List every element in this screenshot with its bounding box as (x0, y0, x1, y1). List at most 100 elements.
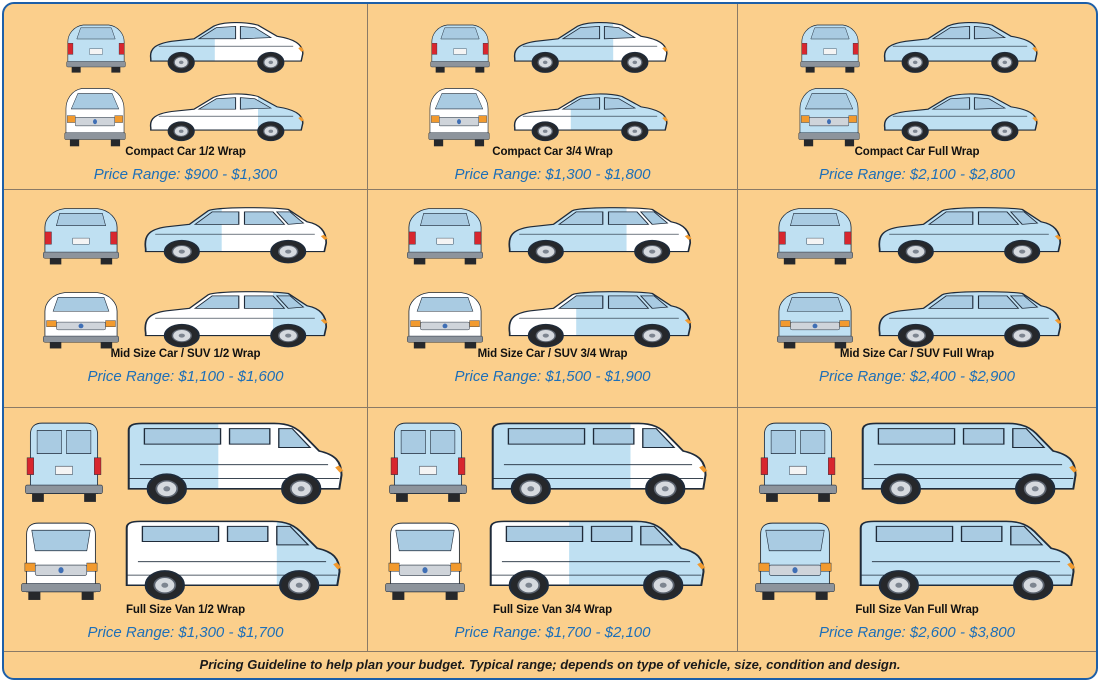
van-three-quarter-wrap-illustration (385, 422, 708, 601)
suv-rear-view (43, 208, 119, 265)
cell-label: Mid Size Car / SUV 3/4 Wrap (477, 348, 628, 360)
wheel (531, 121, 559, 142)
cell-suv-full: Mid Size Car / SUV Full Wrap Price Range… (738, 190, 1096, 408)
car-side-view (149, 93, 305, 142)
wheel (270, 239, 307, 264)
van-half-wrap-illustration (21, 422, 344, 601)
van-front-view (21, 522, 101, 600)
wheel (880, 473, 921, 505)
van-front-view (755, 522, 835, 600)
car-rear-view (800, 24, 860, 73)
price-range: Price Range: $2,100 - $2,800 (819, 166, 1015, 183)
wheel (1004, 323, 1041, 348)
wheel (991, 51, 1019, 73)
suv-side-view (144, 291, 328, 348)
suv-rear-view (777, 208, 853, 265)
cell-suv-three-quarter: Mid Size Car / SUV 3/4 Wrap Price Range:… (368, 190, 738, 408)
wheel (634, 323, 671, 348)
wheel (878, 570, 919, 601)
cell-label: Compact Car 3/4 Wrap (492, 146, 613, 158)
cell-label: Mid Size Car / SUV 1/2 Wrap (110, 348, 261, 360)
wheel (1004, 239, 1041, 264)
wheel (527, 323, 564, 348)
van-side-view (125, 520, 342, 601)
wheel (167, 51, 195, 73)
wheel (257, 121, 285, 142)
car-side-view (883, 93, 1039, 142)
wheel (257, 51, 285, 73)
cell-compact-full: Compact Car Full Wrap Price Range: $2,10… (738, 4, 1096, 190)
car-rear-view (430, 24, 490, 73)
wheel (634, 239, 671, 264)
suv-side-view (508, 207, 692, 264)
wheel (270, 323, 307, 348)
wheel (897, 323, 934, 348)
cell-label: Full Size Van 3/4 Wrap (492, 604, 613, 616)
car-front-view (428, 88, 490, 147)
price-range: Price Range: $1,500 - $1,900 (454, 368, 651, 385)
van-side-view (859, 520, 1076, 601)
car-rear-view (66, 24, 126, 73)
suv-rear-view (407, 208, 483, 265)
pricing-footer-note: Pricing Guideline to help plan your budg… (199, 657, 901, 672)
van-rear-view (389, 422, 467, 502)
suv-full-wrap-illustration (777, 207, 1062, 349)
van-side-view (491, 422, 708, 505)
cell-van-full: Full Size Van Full Wrap Price Range: $2,… (738, 408, 1096, 652)
suv-front-view (777, 292, 853, 349)
van-side-view (861, 422, 1078, 505)
suv-side-view (878, 291, 1062, 348)
wheel (1013, 570, 1054, 601)
cell-label: Full Size Van 1/2 Wrap (125, 604, 246, 616)
car-side-view (513, 21, 669, 73)
wheel (167, 121, 195, 142)
car-side-view (149, 21, 305, 73)
wheel (901, 51, 929, 73)
price-range: Price Range: $2,400 - $2,900 (819, 368, 1015, 385)
price-range: Price Range: $1,300 - $1,800 (454, 166, 651, 183)
wheel (643, 570, 684, 601)
car-front-view (64, 88, 126, 147)
wrap-pricing-grid: Compact Car 1/2 Wrap Price Range: $900 -… (4, 4, 1096, 652)
suv-side-view (878, 207, 1062, 264)
price-range: Price Range: $1,700 - $2,100 (454, 624, 651, 641)
wheel (1015, 473, 1056, 505)
van-front-view (385, 522, 465, 600)
wheel (621, 121, 649, 142)
suv-half-wrap-illustration (43, 207, 328, 349)
wheel (621, 51, 649, 73)
compact-car-three-quarter-wrap-illustration (428, 21, 669, 147)
wheel (508, 570, 549, 601)
van-full-wrap-illustration (755, 422, 1078, 601)
cell-label: Mid Size Car / SUV Full Wrap (839, 348, 995, 360)
van-side-view (127, 422, 344, 505)
price-range: Price Range: $2,600 - $3,800 (819, 624, 1015, 641)
wheel (146, 473, 187, 505)
wheel (163, 323, 200, 348)
compact-car-half-wrap-illustration (64, 21, 305, 147)
wheel (144, 570, 185, 601)
suv-front-view (407, 292, 483, 349)
wheel (510, 473, 551, 505)
suv-side-view (144, 207, 328, 264)
car-front-view (798, 88, 860, 147)
cell-van-half: Full Size Van 1/2 Wrap Price Range: $1,3… (4, 408, 368, 652)
wheel (645, 473, 686, 505)
cell-suv-half: Mid Size Car / SUV 1/2 Wrap Price Range:… (4, 190, 368, 408)
price-range: Price Range: $1,100 - $1,600 (87, 368, 284, 385)
suv-side-view (508, 291, 692, 348)
suv-front-view (43, 292, 119, 349)
cell-compact-half: Compact Car 1/2 Wrap Price Range: $900 -… (4, 4, 368, 190)
wheel (527, 239, 564, 264)
wheel (897, 239, 934, 264)
wheel (279, 570, 320, 601)
van-side-view (489, 520, 706, 601)
wheel (991, 121, 1019, 142)
van-rear-view (25, 422, 103, 502)
compact-car-full-wrap-illustration (798, 21, 1039, 147)
wheel (281, 473, 322, 505)
car-side-view (883, 21, 1039, 73)
cell-van-three-quarter: Full Size Van 3/4 Wrap Price Range: $1,7… (368, 408, 738, 652)
suv-three-quarter-wrap-illustration (407, 207, 692, 349)
